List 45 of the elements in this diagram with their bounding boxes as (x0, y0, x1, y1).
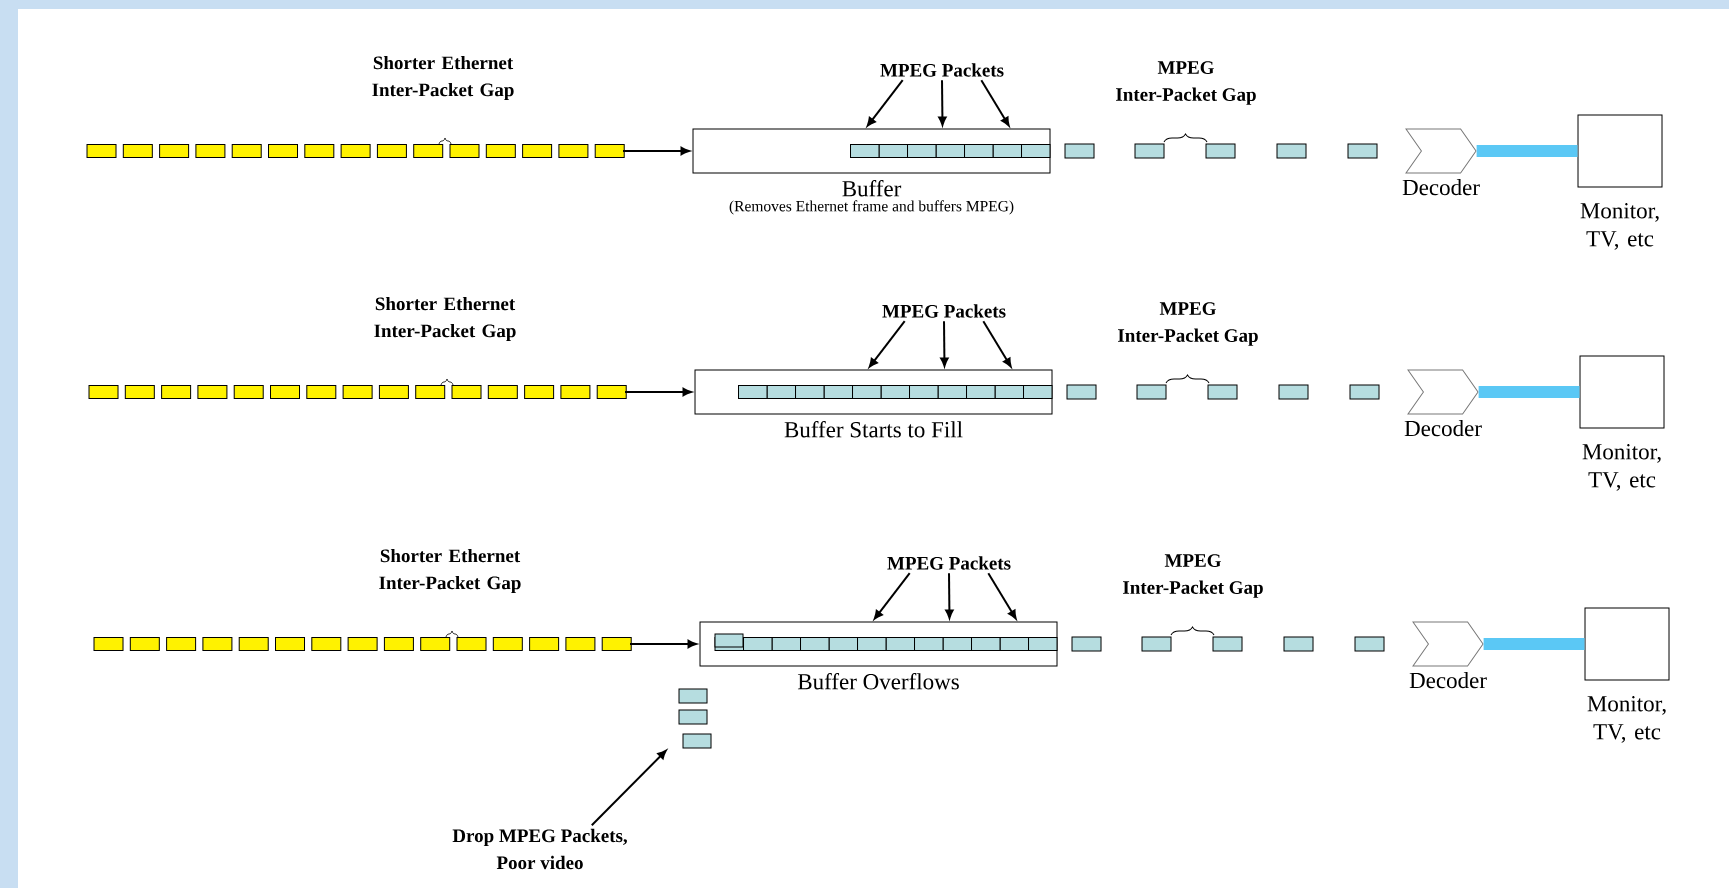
node-label: (Removes Ethernet frame and buffers MPEG) (729, 200, 1014, 215)
arrow (987, 572, 1017, 620)
packets-label: MPEG Packets (880, 63, 1004, 77)
packets-label: MPEG Packets (882, 304, 1006, 318)
node-label: Monitor, TV, etc (1587, 696, 1666, 743)
node-label: Buffer Starts to Fill (784, 421, 963, 438)
gap-label: Shorter Ethernet Inter-Packet Gap (379, 548, 521, 594)
node-label: Decoder (1404, 420, 1482, 437)
arrow (866, 79, 904, 127)
arrow (873, 572, 911, 620)
cable-line (1483, 638, 1585, 650)
arrow (982, 320, 1012, 368)
dropped-packets-drawing (678, 688, 712, 749)
arrow (624, 387, 692, 397)
arrow (622, 146, 690, 156)
gap-label: MPEG Inter-Packet Gap (1116, 61, 1256, 105)
arrow (590, 749, 667, 827)
cable-line (1476, 145, 1578, 157)
gap-label: Shorter Ethernet Inter-Packet Gap (374, 296, 516, 342)
monitor-box: Monitor, TV, etc (1584, 607, 1670, 743)
node-label: Decoder (1409, 672, 1487, 689)
cable-line (1478, 386, 1580, 398)
monitor-box: Monitor, TV, etc (1577, 114, 1663, 250)
decoder-chevron: Decoder (1402, 128, 1480, 196)
decoder-chevron: Decoder (1409, 621, 1487, 689)
buffer-box: Buffer (Removes Ethernet frame and buffers MPEG) (692, 128, 1051, 215)
node-label: Buffer (842, 180, 902, 197)
arrow (868, 320, 906, 368)
node-label: Monitor, TV, etc (1582, 444, 1661, 491)
arrow (629, 639, 697, 649)
buffer-box: Buffer Starts to Fill (694, 369, 1053, 438)
arrow (980, 79, 1010, 127)
arrow (938, 79, 947, 126)
node-label: Monitor, TV, etc (1580, 203, 1659, 250)
node-label: Decoder (1402, 179, 1480, 196)
decoder-chevron: Decoder (1404, 369, 1482, 437)
arrow (945, 572, 954, 619)
monitor-box: Monitor, TV, etc (1579, 355, 1665, 491)
gap-label: Shorter Ethernet Inter-Packet Gap (372, 55, 514, 101)
packets-label: MPEG Packets (887, 556, 1011, 570)
gap-label: MPEG Inter-Packet Gap (1123, 554, 1263, 598)
node-label: Buffer Overflows (797, 673, 959, 690)
buffer-box: Buffer Overflows (699, 621, 1058, 690)
gap-label: MPEG Inter-Packet Gap (1118, 302, 1258, 346)
note-label: Drop MPEG Packets, Poor video (452, 828, 627, 870)
